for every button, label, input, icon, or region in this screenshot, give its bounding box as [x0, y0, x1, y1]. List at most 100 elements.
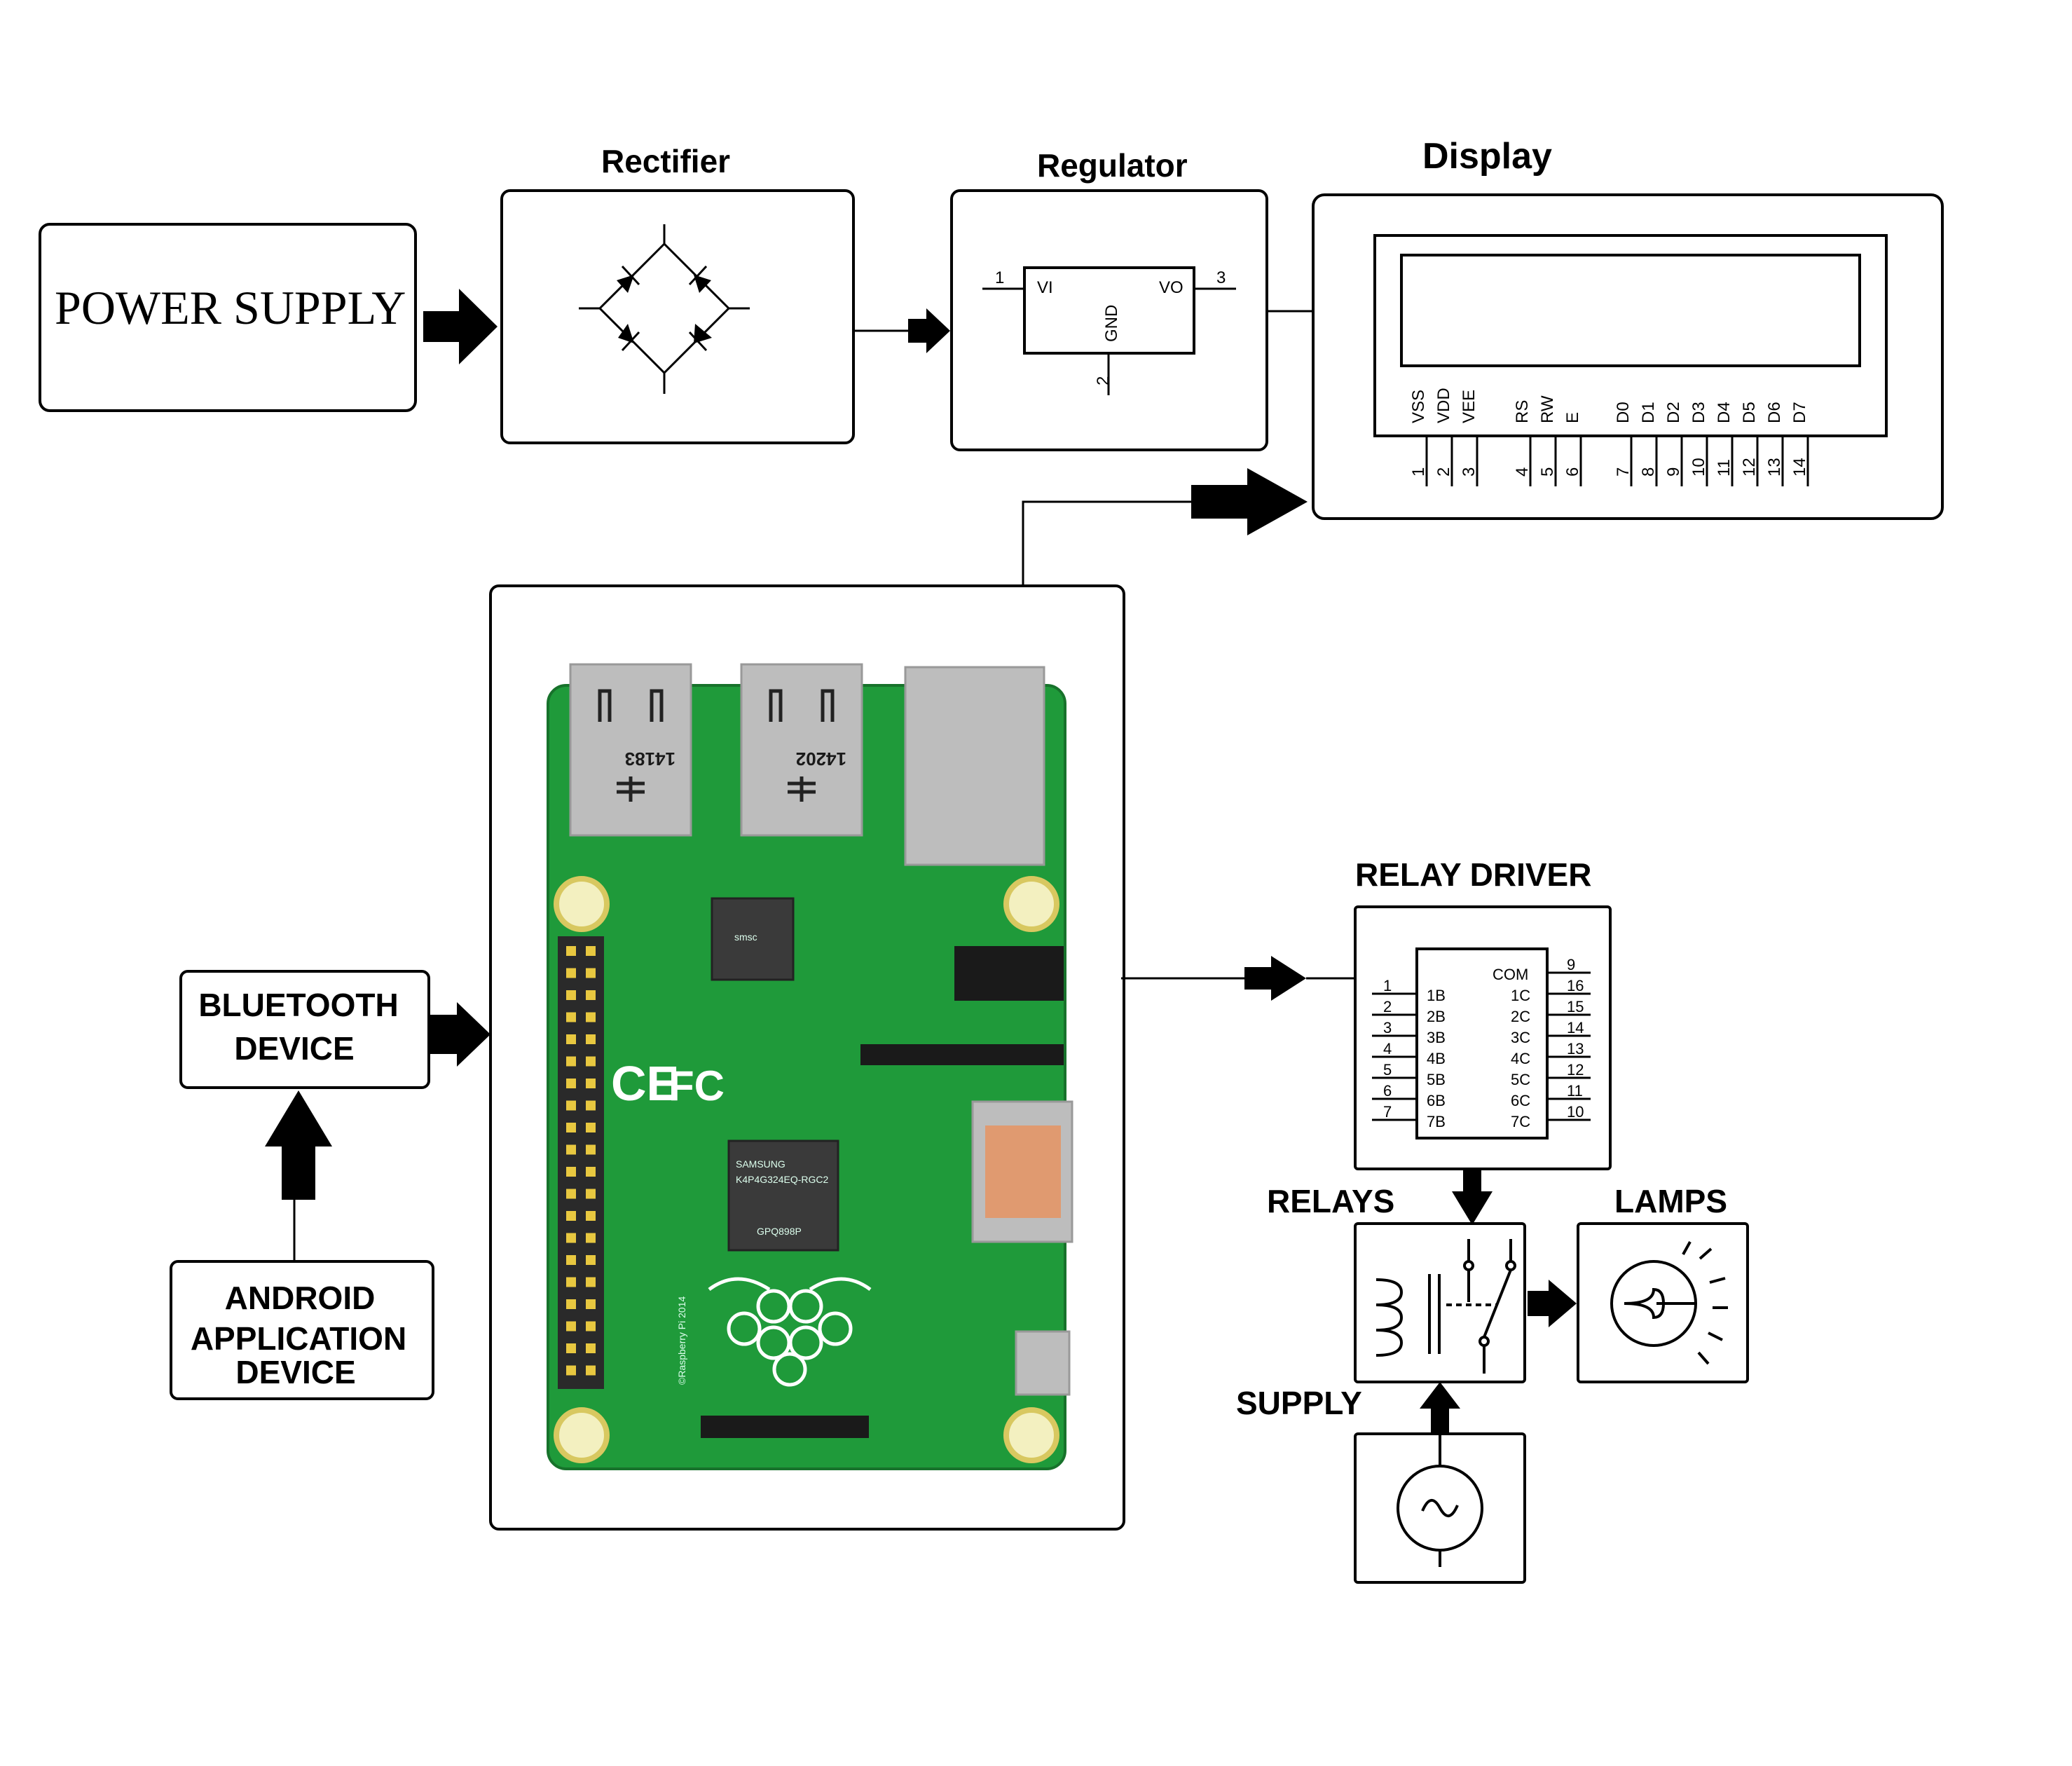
- driver-right-pin-label: 5C: [1511, 1071, 1530, 1088]
- driver-left-pin-label: 1B: [1427, 987, 1446, 1004]
- power-supply-block: POWER SUPPLY: [39, 223, 417, 412]
- lamps-block: LAMPS: [1577, 1183, 1749, 1383]
- ram-label-2: K4P4G324EQ-RGC2: [736, 1174, 828, 1185]
- lcd-pin-name: D6: [1765, 402, 1784, 423]
- lcd-pin-name: RS: [1513, 400, 1532, 423]
- ac-supply-block: SUPPLY: [1236, 1385, 1526, 1584]
- micro-usb-port: [1015, 1330, 1071, 1396]
- android-label-line3: DEVICE: [235, 1354, 355, 1390]
- lcd-pin-number: 6: [1563, 467, 1582, 477]
- lcd-pin-number: 8: [1639, 467, 1658, 477]
- lcd-pin-header: VSS1VDD2VEE3RS4RW5E6D07D18D29D310D411D51…: [1409, 388, 1809, 486]
- driver-right-pin-number: 12: [1567, 1061, 1584, 1079]
- supply-title: SUPPLY: [1236, 1385, 1362, 1421]
- arrow-pi-to-display: [1191, 468, 1308, 535]
- bridge-rectifier-icon: [579, 224, 750, 394]
- driver-left-pin-label: 7B: [1427, 1113, 1446, 1130]
- ram-label-1: SAMSUNG: [736, 1158, 785, 1170]
- display-title: Display: [1422, 136, 1552, 177]
- regulator-pin1: 1: [995, 268, 1004, 287]
- smsc-label: smsc: [734, 931, 757, 943]
- lcd-pin-name: D3: [1689, 402, 1708, 423]
- lcd-pin-number: 10: [1689, 458, 1708, 477]
- driver-right-pin-number: 16: [1567, 977, 1584, 994]
- copyright-label: ©Raspberry Pi 2014: [676, 1296, 687, 1385]
- driver-right-pin-label: 6C: [1511, 1092, 1530, 1109]
- regulator-vi-label: VI: [1037, 278, 1053, 297]
- lcd-pin-number: 3: [1460, 467, 1478, 477]
- regulator-pin3: 3: [1216, 268, 1226, 287]
- driver-left-pin-label: 3B: [1427, 1029, 1446, 1046]
- lcd-pin-number: 4: [1513, 467, 1532, 477]
- lcd-pin-name: D5: [1740, 402, 1759, 423]
- driver-left-pin-number: 5: [1383, 1061, 1392, 1079]
- driver-right-pin-number: 10: [1567, 1103, 1584, 1121]
- driver-right-pin-label: COM: [1493, 966, 1528, 983]
- arrow-driver-to-relays: [1452, 1169, 1493, 1225]
- lcd-pin-number: 11: [1715, 459, 1734, 477]
- lcd-pin-name: D1: [1639, 402, 1658, 423]
- raspberry-logo: [708, 1277, 872, 1387]
- driver-right-pin-label: 3C: [1511, 1029, 1530, 1046]
- audio-jack: [954, 946, 1064, 1001]
- rectifier-block: Rectifier: [500, 143, 855, 444]
- driver-left-pin-label: 2B: [1427, 1008, 1446, 1025]
- lcd-pin-name: D2: [1664, 402, 1683, 423]
- relay-driver-pins: 11B22B33B44B55B66B77BCOM91C162C153C144C1…: [1372, 956, 1591, 1130]
- lcd-pin-name: D4: [1715, 402, 1734, 423]
- ethernet-port: [904, 666, 1045, 866]
- ram-chip: [727, 1139, 839, 1252]
- driver-right-pin-number: 11: [1567, 1082, 1583, 1100]
- relay-driver-title: RELAY DRIVER: [1355, 856, 1591, 893]
- lcd-pin-name: D7: [1790, 402, 1809, 423]
- lamps-title: LAMPS: [1614, 1183, 1727, 1219]
- regulator-block: Regulator VI VO 1 3 GND 2: [950, 147, 1268, 451]
- driver-left-pin-number: 1: [1383, 977, 1392, 994]
- lcd-pin-name: VDD: [1434, 388, 1453, 423]
- raspberry-pi-block: 14183 14202 smsc SAMSUNG K4P4G324EQ-RGC2…: [489, 584, 1125, 1531]
- arrow-ps-to-rectifier: [423, 289, 498, 364]
- svg-text:FC: FC: [668, 1062, 725, 1109]
- ram-label-3: GPQ898P: [757, 1226, 802, 1237]
- driver-left-pin-number: 6: [1383, 1082, 1392, 1100]
- usb-ethernet-chip: [711, 897, 795, 981]
- driver-right-pin-label: 1C: [1511, 987, 1530, 1004]
- driver-left-pin-number: 2: [1383, 998, 1392, 1015]
- usb1-label: 14183: [625, 748, 675, 769]
- gpio-header: [558, 936, 604, 1389]
- power-supply-label: POWER SUPPLY: [55, 281, 406, 334]
- arrow-rectifier-to-regulator: [908, 308, 950, 353]
- lcd-pin-number: 2: [1434, 467, 1453, 477]
- android-device-block: ANDROID APPLICATION DEVICE: [170, 1260, 434, 1400]
- driver-left-pin-label: 6B: [1427, 1092, 1446, 1109]
- lcd-pin-number: 12: [1740, 458, 1759, 477]
- android-label-line2: APPLICATION: [191, 1320, 406, 1357]
- arrow-android-to-bluetooth: [265, 1090, 332, 1200]
- lcd-pin-number: 7: [1614, 467, 1633, 477]
- driver-right-pin-number: 9: [1567, 956, 1575, 973]
- usb2-label: 14202: [796, 748, 846, 769]
- ac-source-icon: [1397, 1434, 1483, 1567]
- lcd-pin-name: D0: [1614, 402, 1633, 423]
- driver-left-pin-number: 3: [1383, 1019, 1392, 1036]
- lcd-pin-name: VSS: [1409, 390, 1428, 423]
- lcd-pin-number: 13: [1765, 458, 1784, 477]
- usb-port-2: [740, 663, 863, 837]
- driver-left-pin-number: 4: [1383, 1040, 1392, 1057]
- relays-title: RELAYS: [1267, 1183, 1394, 1219]
- camera-connector: [860, 1044, 1064, 1065]
- arrow-pi-to-relay-driver: [1244, 956, 1306, 1001]
- regulator-gnd-label: GND: [1102, 305, 1121, 342]
- usb-port-1: [569, 663, 692, 837]
- relay-coil-icon: [1375, 1239, 1516, 1374]
- driver-right-pin-label: 7C: [1511, 1113, 1530, 1130]
- driver-right-pin-label: 4C: [1511, 1050, 1530, 1067]
- display-block: Display VSS1VDD2VEE3RS4RW5E6D07D18D29D31…: [1312, 136, 1944, 520]
- relay-driver-block: RELAY DRIVER 11B22B33B44B55B66B77BCOM91C…: [1354, 856, 1612, 1170]
- rectifier-title: Rectifier: [601, 143, 730, 179]
- driver-left-pin-number: 7: [1383, 1103, 1392, 1121]
- svg-text:CE: CE: [611, 1056, 679, 1111]
- lcd-pin-name: E: [1563, 412, 1582, 423]
- lcd-pin-number: 5: [1538, 467, 1557, 477]
